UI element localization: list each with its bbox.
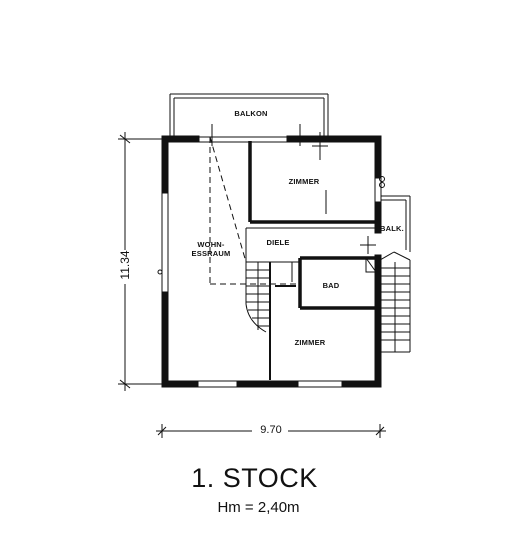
roof-outline-dashed bbox=[209, 136, 300, 285]
room-height-note: Hm = 2,40m bbox=[217, 499, 300, 516]
fixtures bbox=[157, 176, 385, 275]
dimension-label-height: 11.34 bbox=[118, 250, 132, 280]
balcony-railing bbox=[169, 93, 329, 137]
room-label-zimmer-top: ZIMMER bbox=[288, 177, 320, 186]
room-label-zimmer-bottom: ZIMMER bbox=[294, 338, 326, 347]
outside-staircase bbox=[379, 251, 411, 353]
dim-gap-v bbox=[117, 250, 133, 284]
section-markers bbox=[211, 124, 376, 282]
chimney-block bbox=[365, 257, 377, 273]
room-label-balkon: BALKON bbox=[234, 109, 268, 118]
room-label-balk: BALK. bbox=[380, 224, 404, 233]
dimension-label-width: 9.70 bbox=[260, 424, 282, 436]
room-label-wohn: WOHN- ESSRAUM bbox=[176, 240, 246, 258]
room-label-wohn-line2: ESSRAUM bbox=[191, 249, 231, 258]
dim-gap-h bbox=[252, 424, 288, 438]
interior-walls bbox=[245, 141, 375, 380]
outer-walls bbox=[161, 135, 382, 388]
side-balcony bbox=[381, 195, 411, 252]
windows bbox=[161, 136, 382, 388]
room-label-wohn-line1: WOHN- bbox=[197, 240, 225, 249]
room-label-diele: DIELE bbox=[266, 238, 290, 247]
floor-title: 1. STOCK bbox=[191, 463, 318, 493]
interior-staircase bbox=[245, 262, 296, 333]
room-label-bad: BAD bbox=[322, 281, 340, 290]
